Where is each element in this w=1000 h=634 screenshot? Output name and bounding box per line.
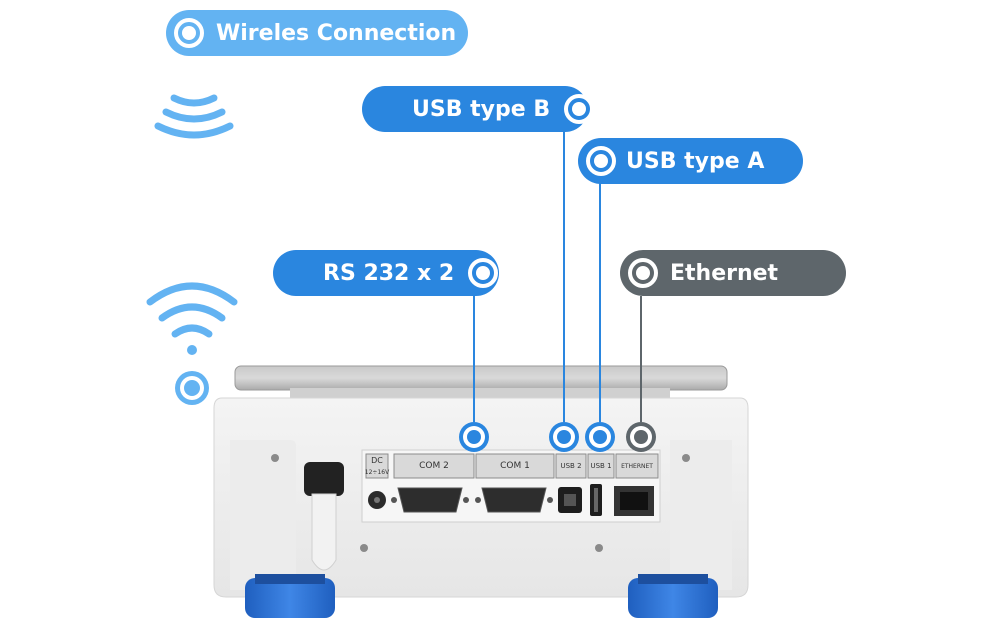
- ring-icon: [628, 258, 658, 288]
- screw: [271, 454, 279, 462]
- rs232-callout: RS 232 x 2: [273, 250, 499, 296]
- dc-label: DC: [371, 455, 383, 465]
- rs232-marker: [459, 422, 489, 452]
- screw: [682, 454, 690, 462]
- dc-voltage-label: 12÷16V: [364, 468, 390, 476]
- usb-b-marker: [549, 422, 579, 452]
- foot-left: [245, 578, 335, 618]
- wifi-icon: [146, 282, 238, 338]
- weighing-pan: [234, 365, 728, 391]
- usb2-label: USB 2: [560, 462, 582, 470]
- usb-a-callout: USB type A: [578, 138, 803, 184]
- body-bevel-right: [670, 440, 732, 590]
- screw: [595, 544, 603, 552]
- ring-icon: [564, 94, 595, 124]
- pan-support: [290, 388, 670, 398]
- ring-icon: [174, 18, 204, 48]
- usb-b-callout: USB type B: [362, 86, 595, 132]
- ethernet-callout: Ethernet: [620, 250, 846, 296]
- com2-port: [397, 487, 463, 513]
- foot-right: [628, 578, 718, 618]
- ethernet-marker: [626, 422, 656, 452]
- rs232-label: RS 232 x 2: [323, 260, 455, 286]
- wireless-marker: [175, 371, 209, 405]
- usb-a-marker: [585, 422, 615, 452]
- body-bevel: [230, 440, 296, 590]
- wireless-callout: Wireles Connection: [166, 10, 468, 56]
- usb-a-label: USB type A: [626, 148, 765, 174]
- wireless-label: Wireles Connection: [216, 20, 457, 46]
- wifi-dot: [187, 345, 197, 355]
- wireless-waves-icon: [154, 94, 234, 139]
- side-connector: [304, 462, 344, 496]
- com1-port: [481, 487, 547, 513]
- ethernet-port-label: ETHERNET: [621, 462, 653, 470]
- ring-icon: [468, 258, 499, 288]
- usb1-label: USB 1: [590, 462, 612, 470]
- usb-b-label: USB type B: [412, 96, 551, 122]
- ring-icon: [586, 146, 616, 176]
- com1-label: COM 1: [500, 461, 530, 471]
- com2-label: COM 2: [419, 461, 449, 471]
- ethernet-label: Ethernet: [670, 260, 779, 286]
- screw: [360, 544, 368, 552]
